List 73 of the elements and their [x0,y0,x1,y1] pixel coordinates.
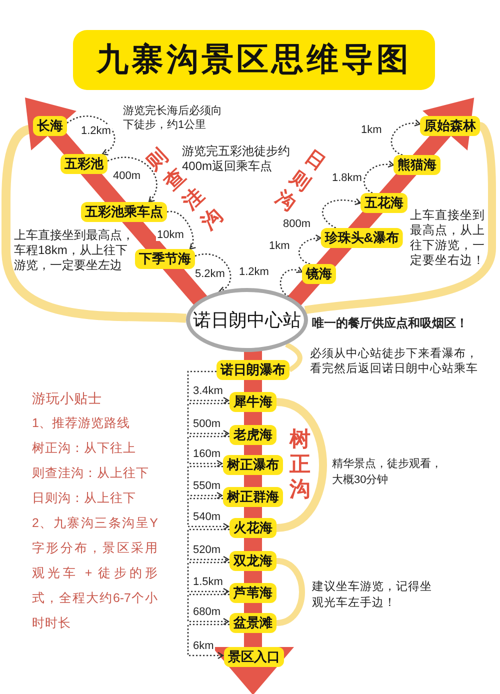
note-text: 上车直接坐到最高点，从上往下游览，一定要坐右边！ [410,208,486,268]
tip-text: 日则沟：从上往下 [32,490,136,507]
dotted-arrow [187,562,230,596]
spot-tag: 五花海 [360,193,408,213]
note-text: 精华景点，徒步观看，大概30分钟 [332,456,443,488]
spot-tag: 火花海 [230,518,276,538]
spot-tag: 双龙海 [230,551,276,571]
dotted-arrow [280,266,303,298]
arc-line [276,398,327,532]
tip-text: 1、推荐游览路线 [32,415,130,432]
spot-tag: 五彩池 [60,154,108,174]
distance-label: 400m [112,170,142,182]
dotted-arrow [187,370,230,404]
note-text: 游览完长海后必须向下徒步，约1公里 [123,104,223,132]
tip-text: 则查洼沟：从上往下 [32,465,149,482]
spot-tag: 原始森林 [420,116,480,136]
distance-label: 1.2km [238,266,270,278]
spot-tag: 下季节海 [135,249,195,269]
tip-text: 树正沟：从下往上 [32,440,136,457]
distance-label: 1km [268,240,291,252]
note-text: 必须从中心站徒步下来看瀑布，看完然后返回诺日朗中心站乘车 [310,347,479,377]
tip-text: 2、九寨沟三条沟呈Y字形分布，景区采用观光车 + 徒步的形式，全程大约6-7个小时时长 [32,515,158,632]
spot-tag: 盆景滩 [230,613,276,633]
spot-tag: 树正群海 [223,487,283,507]
dotted-arrow [322,198,362,229]
spot-tag: 五彩池乘车点 [81,202,167,222]
distance-label: 5.2km [194,268,226,280]
spot-tag: 镜海 [302,264,336,284]
dotted-arrow [107,156,158,203]
arc-line [285,342,302,372]
dotted-arrow [187,624,230,660]
distance-label: 1.8km [331,172,363,184]
dotted-arrow [187,466,223,500]
note-text: 上车直接坐到最高点，车程18km，从上往下游览，一定要坐左边 [14,228,135,273]
distance-label: 6km [192,640,215,652]
distance-label: 160m [192,448,222,460]
spot-tag: 景区入口 [224,647,284,667]
dotted-arrow [187,436,230,468]
spot-tag: 长海 [33,116,67,136]
dotted-arrow [66,116,116,155]
spot-tag: 诺日朗瀑布 [216,360,290,380]
dotted-arrow [187,498,230,530]
dotted-arrow [364,160,394,194]
dotted-arrow [390,120,421,156]
dotted-arrow [187,528,230,564]
spot-tag: 老虎海 [230,425,276,445]
distance-label: 550m [192,480,222,492]
distance-label: 500m [192,418,222,430]
station-ellipse: 诺日朗中心站 [186,288,308,352]
spot-tag: 树正瀑布 [223,455,283,475]
title-banner: 九寨沟景区思维导图 [73,30,435,90]
distance-label: 520m [192,544,222,556]
distance-label: 10km [156,229,185,241]
spot-tag: 珍珠头&瀑布 [320,228,404,248]
note-text: 建议坐车游览，记得坐观光车左手边！ [312,579,433,611]
dotted-arrow [187,402,230,438]
valley-name: 树正沟 [290,428,310,502]
distance-label: 1.2km [80,125,112,137]
distance-label: 1.5km [192,576,224,588]
arc-line [2,124,186,323]
distance-label: 680m [192,606,222,618]
spot-tag: 熊猫海 [394,155,440,175]
spot-tag: 芦苇海 [230,583,276,603]
dotted-arrow [166,210,196,250]
distance-label: 800m [282,218,312,230]
station-note: 唯一的餐厅供应点和吸烟区！ [312,315,469,331]
tips-heading: 游玩小贴士 [32,390,102,408]
distance-label: 1km [360,124,383,136]
spot-tag: 犀牛海 [230,392,276,412]
distance-label: 540m [192,511,222,523]
distance-label: 3.4km [192,385,224,397]
dotted-arrow [298,234,322,265]
dotted-arrow [187,594,230,626]
